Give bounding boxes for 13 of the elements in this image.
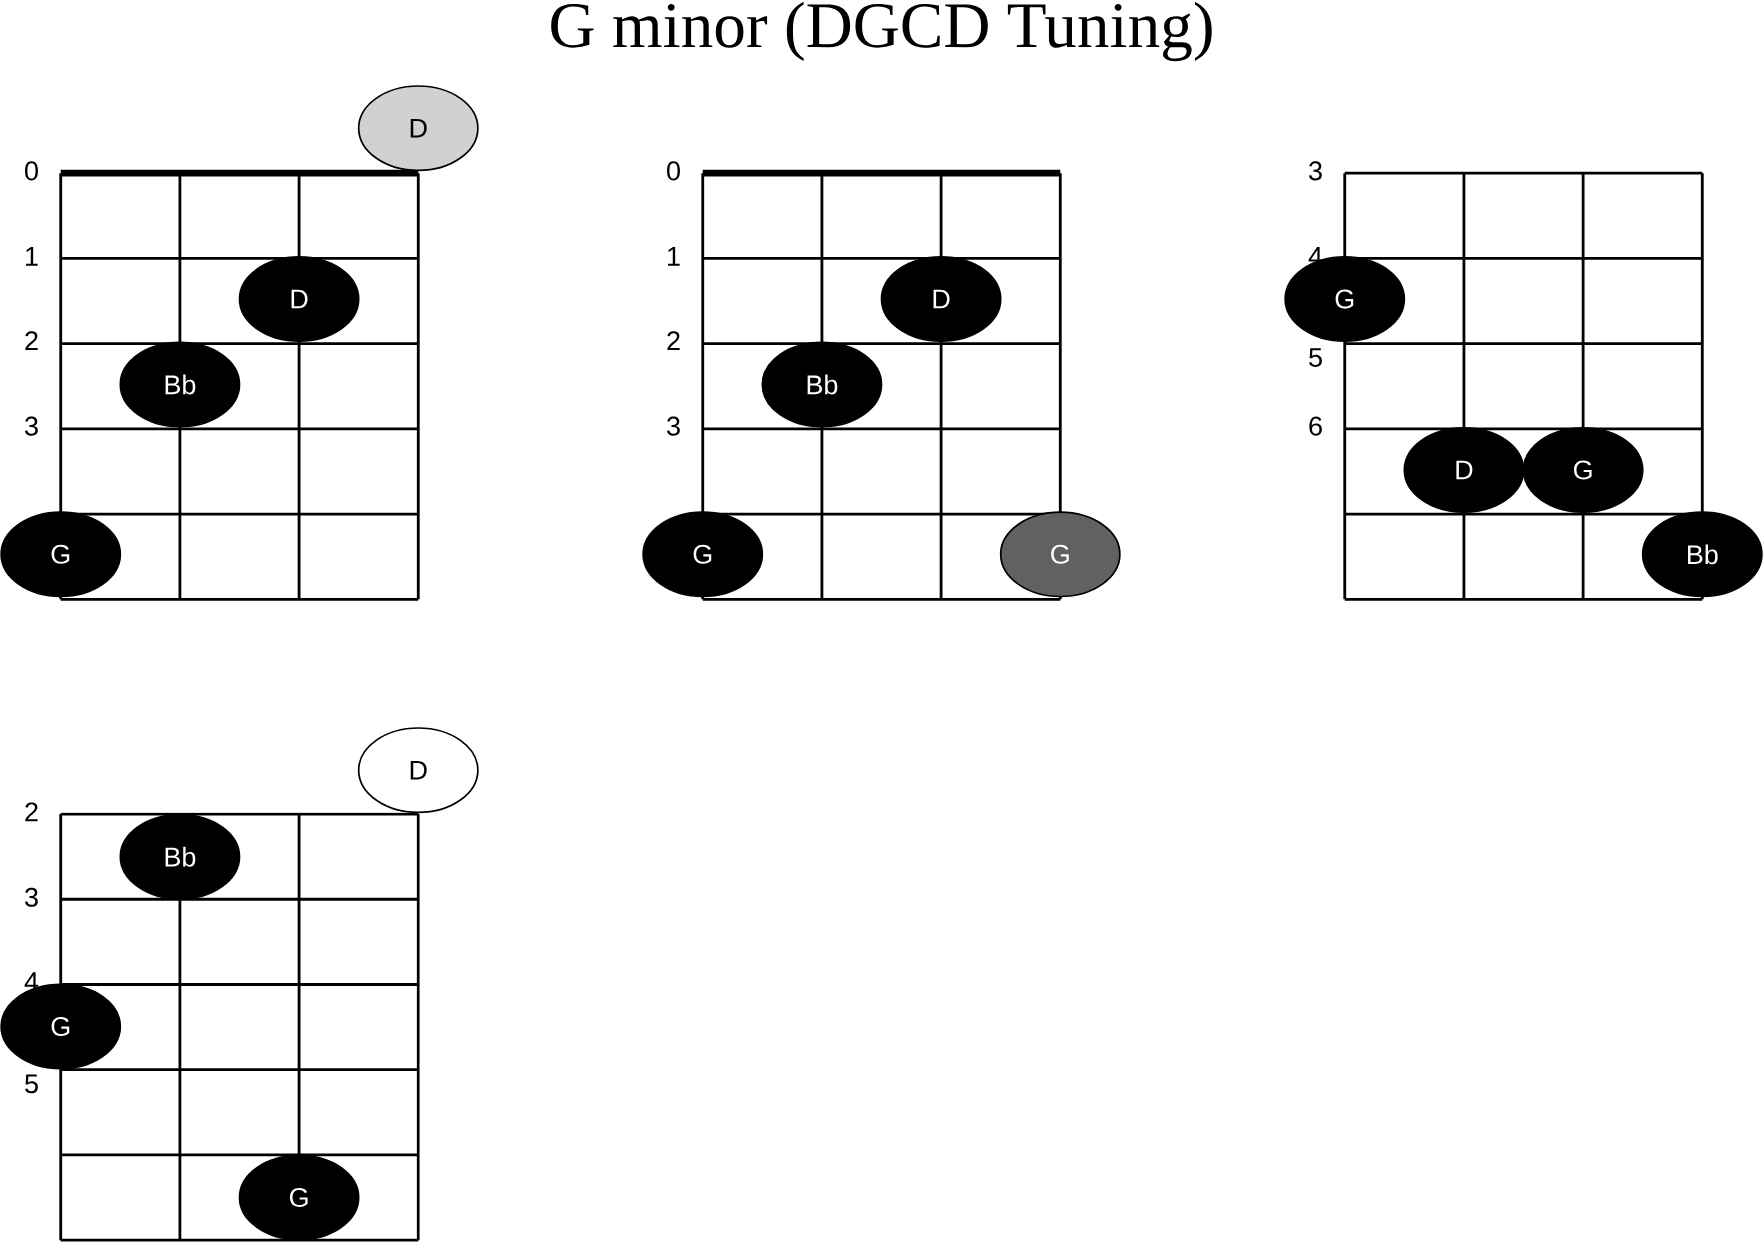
fret-number: 2	[667, 331, 680, 350]
fret-number: 1	[26, 246, 38, 266]
title: G minor (DGCD Tuning)	[551, 1, 1212, 61]
fret-number: 6	[1309, 416, 1322, 436]
fret-number: 0	[667, 161, 680, 181]
fret-number: 3	[667, 416, 680, 436]
fret-number: 2	[25, 331, 38, 350]
fret-number: 1	[668, 246, 680, 266]
fret-number: 3	[25, 887, 38, 907]
fret-number: 3	[1309, 161, 1322, 181]
fret-number: 3	[25, 416, 38, 436]
fret-number: 0	[25, 161, 38, 181]
fret-number: 2	[25, 802, 38, 821]
